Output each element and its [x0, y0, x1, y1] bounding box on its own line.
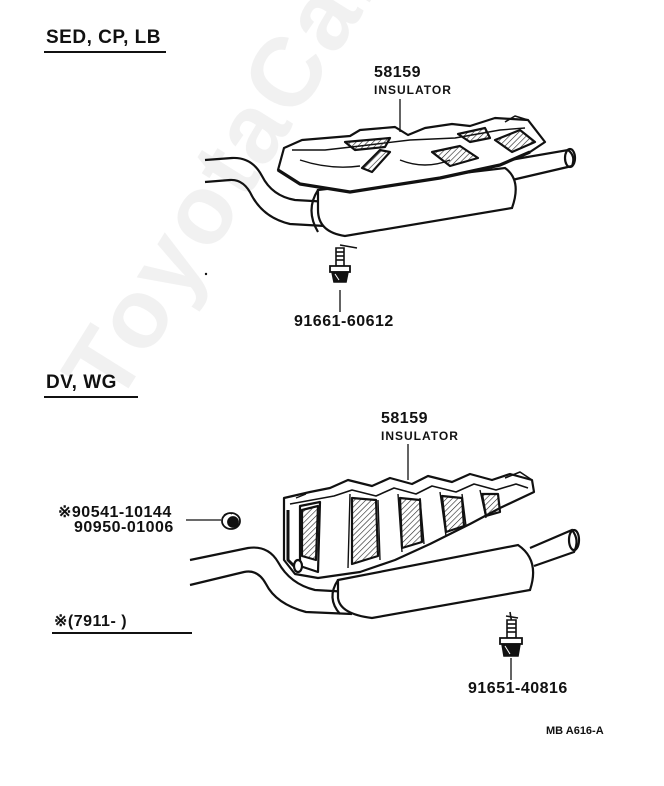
- grommet-number-2: 90950-01006: [74, 519, 174, 536]
- bottom-exhaust-pipe: [189, 528, 581, 616]
- bolt-number-top: 91661-60612: [294, 313, 394, 330]
- part-number-insulator-bottom: 58159: [381, 410, 428, 427]
- section-header-dv-wg: DV, WG: [46, 372, 117, 393]
- top-bolt-icon: [329, 244, 358, 283]
- bottom-bolt-icon: [499, 611, 523, 657]
- production-date-note: ※(7911- ): [54, 613, 128, 630]
- top-insulator: [276, 115, 547, 194]
- top-leaders: [339, 99, 401, 312]
- note-underline: [52, 632, 192, 634]
- section-header-underline: [44, 51, 166, 53]
- top-exhaust-pipe: [204, 147, 577, 228]
- stray-dot: [204, 272, 208, 276]
- section-header-underline: [44, 396, 138, 398]
- part-name-insulator-bottom: INSULATOR: [381, 429, 459, 443]
- figure-reference: MB A616-A: [546, 725, 604, 737]
- bolt-number-bottom: 91651-40816: [468, 680, 568, 697]
- grommet-number-1: ※90541-10144: [58, 504, 172, 521]
- bottom-leaders: [186, 444, 512, 680]
- bottom-insulator: [282, 471, 536, 580]
- part-number-insulator-top: 58159: [374, 64, 421, 81]
- section-header-sed-cp-lb: SED, CP, LB: [46, 27, 161, 48]
- grommet-icon: [221, 512, 241, 530]
- part-name-insulator-top: INSULATOR: [374, 83, 452, 97]
- bottom-muffler: [331, 543, 535, 620]
